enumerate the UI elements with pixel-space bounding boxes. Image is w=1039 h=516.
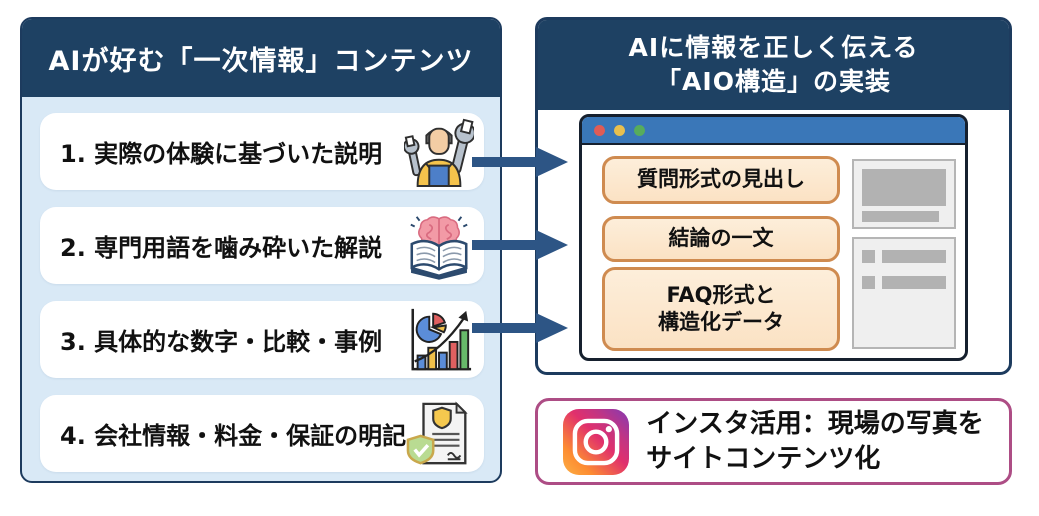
placeholder-bullet (862, 276, 875, 289)
placeholder-image-block (852, 159, 956, 229)
worker-wrench-icon (402, 117, 476, 187)
list-item-label: 1. 実際の体験に基づいた説明 (60, 140, 383, 168)
list-item-experience: 1. 実際の体験に基づいた説明 (40, 113, 484, 190)
instagram-note-text: インスタ活用：現場の写真を サイトコンテンツ化 (646, 407, 983, 476)
aio-element-conclusion-sentence: 結論の一文 (602, 216, 840, 262)
flow-arrow-1 (472, 147, 568, 177)
brain-book-icon (404, 211, 474, 281)
placeholder-list-row (862, 276, 946, 289)
list-item-label: 4. 会社情報・料金・保証の明記 (60, 422, 407, 450)
aio-element-question-heading: 質問形式の見出し (602, 156, 840, 204)
aio-title-line2: 「AIO構造」の実装 (656, 67, 891, 96)
instagram-note: インスタ活用：現場の写真を サイトコンテンツ化 (535, 398, 1012, 485)
list-item-plain-language: 2. 専門用語を噛み砕いた解説 (40, 207, 484, 284)
window-close-dot (594, 124, 605, 136)
document-shield-icon (406, 399, 476, 469)
placeholder-text-line (882, 250, 946, 263)
flow-arrow-2 (472, 230, 568, 260)
primary-info-panel: AIが好む「一次情報」コンテンツ 1. 実際の体験に基づいた説明 (20, 17, 502, 483)
placeholder-list-row (862, 250, 946, 263)
list-item-company-info: 4. 会社情報・料金・保証の明記 (40, 395, 484, 472)
aio-element-label-line2: 構造化データ (658, 310, 784, 334)
primary-info-panel-title: AIが好む「一次情報」コンテンツ (22, 19, 500, 97)
browser-title-bar (582, 117, 965, 145)
aio-structure-panel: AIに情報を正しく伝える 「AIO構造」の実装 質問形式の見出し 結論の一文 F… (535, 17, 1012, 375)
placeholder-list-block (852, 237, 956, 349)
instagram-icon (563, 408, 630, 475)
aio-element-label: 質問形式の見出し (637, 167, 805, 192)
instagram-note-line1: インスタ活用：現場の写真を (646, 409, 984, 440)
list-item-label: 2. 専門用語を噛み砕いた解説 (60, 234, 383, 262)
window-maximize-dot (634, 124, 645, 136)
aio-structure-panel-title: AIに情報を正しく伝える 「AIO構造」の実装 (538, 20, 1009, 110)
list-item-label: 3. 具体的な数字・比較・事例 (60, 328, 383, 356)
flow-arrow-3 (472, 313, 568, 343)
list-item-concrete-data: 3. 具体的な数字・比較・事例 (40, 301, 484, 378)
aio-element-faq-structured-data: FAQ形式と 構造化データ (602, 267, 840, 351)
placeholder-image (862, 169, 946, 206)
primary-info-panel-body: 1. 実際の体験に基づいた説明 (22, 97, 500, 472)
browser-page-content: 質問形式の見出し 結論の一文 FAQ形式と 構造化データ (582, 145, 965, 358)
aio-element-label-line1: FAQ形式と (666, 282, 776, 307)
instagram-note-line2: サイトコンテンツ化 (646, 443, 881, 474)
aio-element-label: 結論の一文 (668, 226, 774, 251)
placeholder-caption (862, 211, 940, 222)
browser-window-mockup: 質問形式の見出し 結論の一文 FAQ形式と 構造化データ (579, 114, 968, 361)
charts-growth-icon (404, 305, 474, 375)
window-minimize-dot (614, 124, 625, 136)
placeholder-text-line (882, 276, 946, 289)
aio-title-line1: AIに情報を正しく伝える (628, 32, 919, 62)
placeholder-bullet (862, 250, 875, 263)
